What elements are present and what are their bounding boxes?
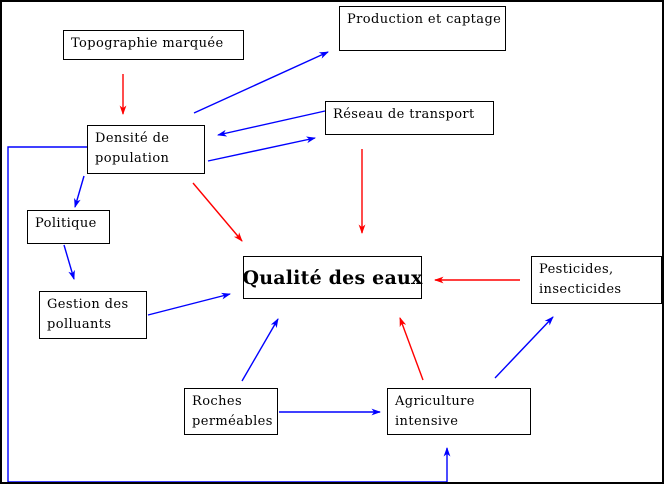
node-production: Production et captage [339, 6, 506, 51]
node-gestion-label: polluants [47, 317, 112, 332]
node-politique-label: Politique [35, 216, 97, 231]
node-gestion-label: Gestion des [47, 297, 129, 312]
node-qualite-label: Qualité des eaux [242, 266, 423, 289]
arrow-densite-to-politique [74, 175, 85, 208]
node-qualite: Qualité des eaux [242, 256, 423, 299]
arrow-agriculture-to-pesticides [494, 316, 554, 379]
arrow-densite-to-production [193, 51, 329, 114]
node-topographie-label: Topographie marquée [71, 36, 224, 51]
node-gestion: Gestion des polluants [39, 291, 147, 339]
arrow-densite-to-reseau [207, 136, 316, 162]
node-densite-label: population [95, 151, 170, 166]
arrow-densite-to-qualite [192, 182, 243, 242]
node-pesticides-label: insecticides [539, 282, 622, 297]
node-densite-label: Densité de [95, 131, 170, 146]
node-topographie: Topographie marquée [63, 30, 244, 60]
node-politique: Politique [27, 210, 110, 244]
arrow-gestion-to-qualite [147, 292, 231, 316]
node-agriculture-label: intensive [395, 414, 459, 429]
arrow-reseau-to-densite [217, 110, 326, 137]
node-roches-label: perméables [192, 414, 273, 429]
node-agriculture: Agriculture intensive [387, 388, 531, 435]
node-densite: Densité de population [87, 125, 205, 174]
node-reseau: Réseau de transport [325, 101, 494, 135]
node-pesticides-label: Pesticides, [539, 262, 614, 277]
arrow-politique-to-gestion [63, 244, 75, 280]
node-production-label: Production et captage [347, 12, 502, 27]
arrow-agriculture-to-qualite [399, 317, 424, 381]
node-roches-label: Roches [192, 394, 243, 409]
arrow-roches-to-qualite [241, 318, 279, 382]
node-agriculture-label: Agriculture [395, 394, 475, 409]
node-pesticides: Pesticides, insecticides [531, 256, 662, 304]
node-reseau-label: Réseau de transport [333, 107, 475, 122]
node-roches: Roches perméables [184, 388, 278, 435]
